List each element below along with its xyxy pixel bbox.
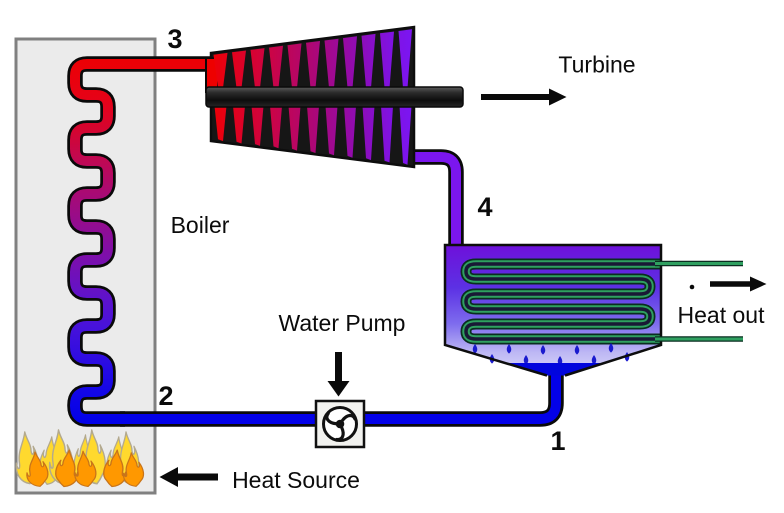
state-2-label: 2	[158, 381, 173, 411]
heat-out-label: Heat out	[678, 302, 766, 328]
turbine-blades-top	[213, 29, 412, 88]
turbine-output-arrow	[481, 88, 567, 106]
condensate-pipe	[120, 370, 564, 427]
water-pump-label: Water Pump	[279, 310, 406, 336]
water-pump	[314, 399, 366, 449]
turbine-body	[205, 25, 464, 169]
small-dot	[689, 284, 695, 290]
heat-source-arrow	[159, 467, 218, 487]
state-3-label: 3	[167, 24, 182, 54]
condensate-pool	[508, 363, 604, 376]
heat-out-arrow	[689, 276, 767, 292]
state-1-label: 1	[550, 426, 565, 456]
coolant-lines	[655, 260, 743, 342]
pump-input-arrow	[327, 352, 350, 397]
condenser-vessel	[443, 243, 743, 377]
boiler-coil-pipe	[67, 56, 216, 427]
state-4-label: 4	[477, 192, 492, 222]
turbine-label: Turbine	[558, 52, 635, 78]
pump-impeller-icon	[325, 411, 357, 442]
boiler-label: Boiler	[171, 212, 230, 238]
heat-source-label: Heat Source	[232, 467, 360, 493]
condenser-coil	[460, 258, 661, 345]
turbine-exhaust-pipe	[410, 149, 464, 252]
turbine-shaft	[205, 86, 464, 108]
turbine-blades-bottom	[214, 106, 412, 165]
